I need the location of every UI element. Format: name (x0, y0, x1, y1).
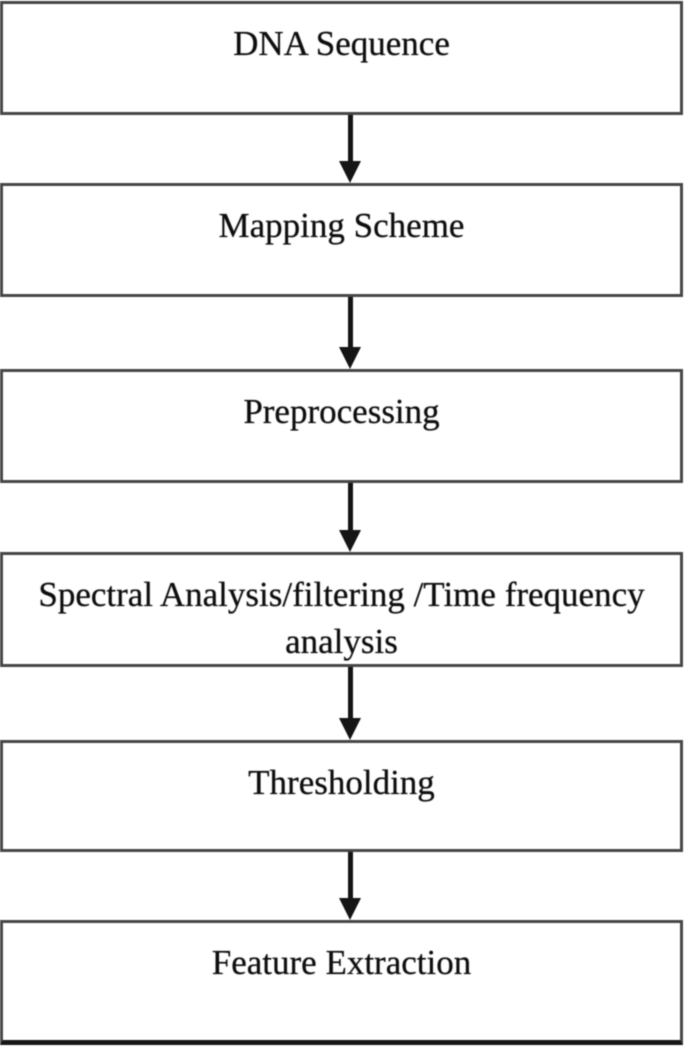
flow-node-label: Mapping Scheme (218, 206, 465, 245)
arrow-head-icon (339, 718, 361, 740)
arrow-stem (348, 667, 353, 722)
arrow-stem (348, 297, 353, 351)
arrow-stem (348, 115, 353, 165)
flow-node-mapping-scheme: Mapping Scheme (0, 183, 683, 297)
flow-node-spectral-analysis: Spectral Analysis/filtering /Time freque… (0, 552, 683, 667)
arrow-stem (348, 852, 353, 902)
flow-node-label: DNA Sequence (233, 24, 450, 63)
flow-arrow-2 (339, 297, 362, 369)
flow-node-label: Preprocessing (243, 392, 440, 431)
flow-node-feature-extraction: Feature Extraction (0, 920, 683, 1045)
flow-node-label: Thresholding (248, 763, 435, 802)
flow-node-dna-sequence: DNA Sequence (0, 1, 683, 115)
arrow-head-icon (339, 530, 361, 552)
flow-node-preprocessing: Preprocessing (0, 369, 683, 483)
arrow-head-icon (339, 161, 361, 183)
flow-arrow-3 (339, 483, 362, 552)
arrow-stem (348, 483, 353, 534)
flow-arrow-4 (339, 667, 362, 740)
flow-arrow-5 (339, 852, 362, 920)
arrow-head-icon (339, 347, 361, 369)
flow-arrow-1 (339, 115, 362, 183)
arrow-head-icon (339, 898, 361, 920)
flow-node-label: Spectral Analysis/filtering /Time freque… (38, 575, 645, 661)
flow-node-thresholding: Thresholding (0, 740, 683, 852)
flow-node-label: Feature Extraction (211, 943, 472, 982)
